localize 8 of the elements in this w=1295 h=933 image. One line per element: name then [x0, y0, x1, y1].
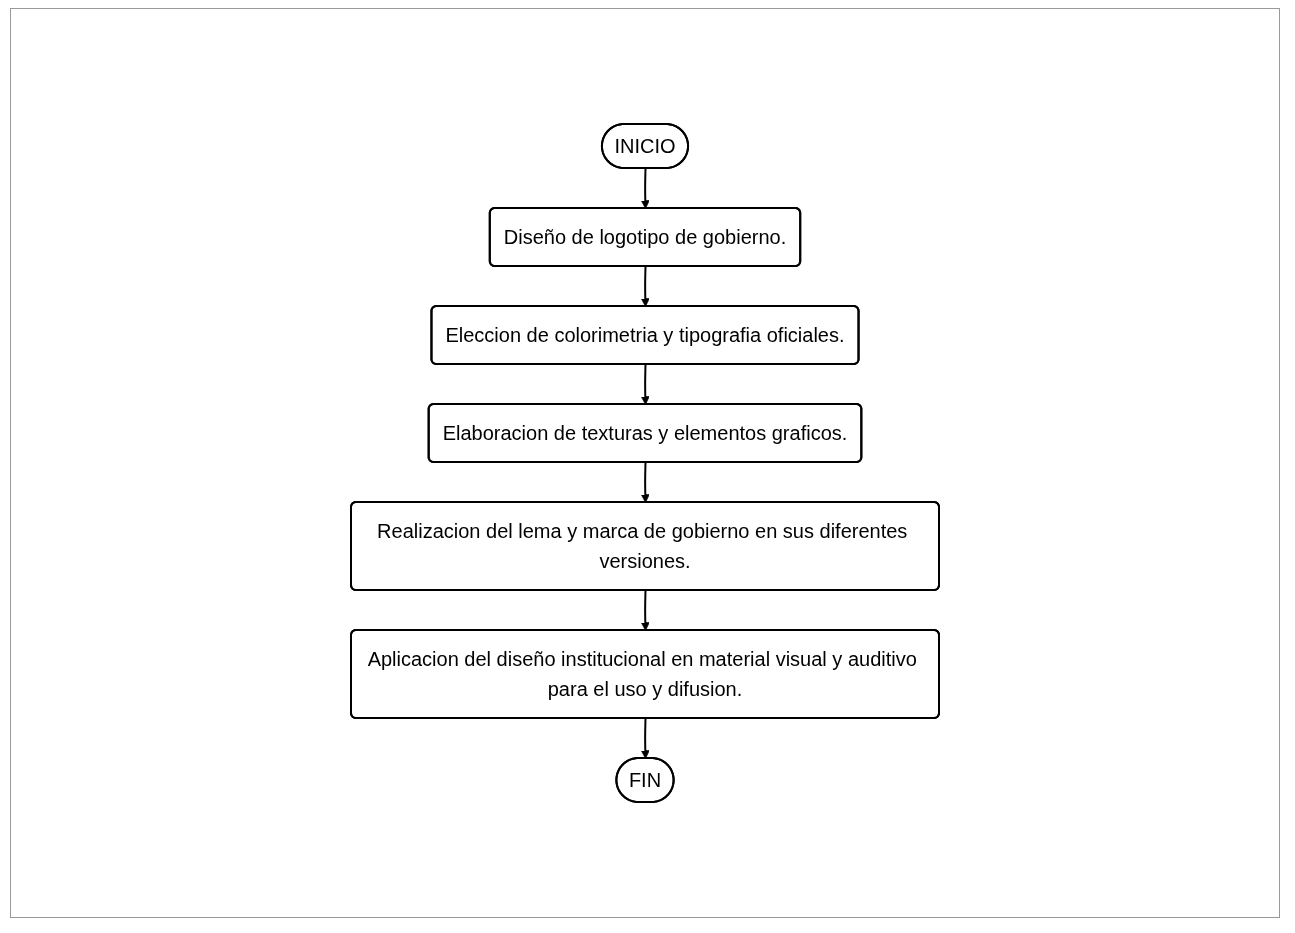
arrow — [640, 363, 650, 405]
arrow — [640, 167, 650, 209]
node-text: Realizacion del lema y marca de gobierno en sus diferentes versiones. — [377, 520, 908, 572]
arrow — [640, 461, 650, 503]
arrow — [640, 265, 650, 307]
arrow — [640, 717, 650, 759]
arrow — [640, 589, 650, 631]
node-text: Aplicacion del diseño institucional en material visual y auditivo para el uso y difusion. — [367, 648, 917, 700]
